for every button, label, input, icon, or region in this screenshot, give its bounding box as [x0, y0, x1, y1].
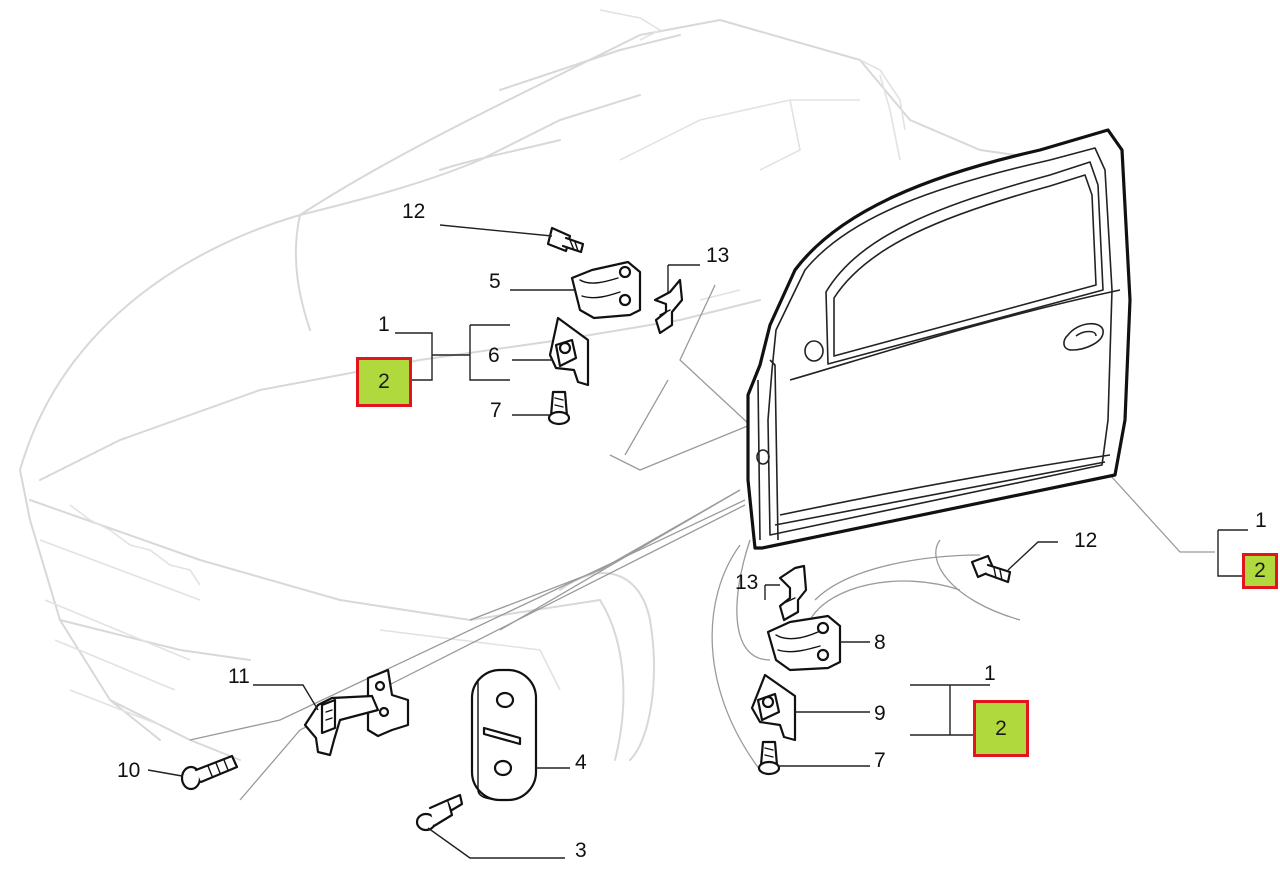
bolt-7-lower — [757, 740, 781, 776]
callout-6: 6 — [488, 344, 500, 367]
bolt-12-lower — [970, 554, 1012, 584]
callout-1-right: 1 — [1255, 509, 1267, 532]
check-strap-11 — [303, 668, 410, 757]
callout-5: 5 — [489, 270, 501, 293]
door-panel — [746, 128, 1132, 550]
bolt-10 — [180, 754, 239, 791]
callout-4: 4 — [575, 751, 587, 774]
callout-7-lower: 7 — [874, 749, 886, 772]
callout-13-upper: 13 — [706, 244, 730, 267]
hinge-part-9 — [750, 673, 797, 742]
hinge-part-6 — [548, 316, 590, 387]
striker-pin-3 — [415, 793, 464, 832]
bolt-12-upper — [546, 226, 585, 254]
highlighted-callout-2-right[interactable]: 2 — [1242, 553, 1278, 589]
callout-1-lower: 1 — [984, 662, 996, 685]
bolt-7-upper — [547, 390, 571, 426]
callout-9: 9 — [874, 702, 886, 725]
highlighted-callout-2-lower[interactable]: 2 — [973, 700, 1029, 757]
callout-3: 3 — [575, 839, 587, 862]
shim-13-upper — [653, 278, 684, 335]
callout-8: 8 — [874, 631, 886, 654]
callout-13-lower: 13 — [735, 571, 759, 594]
leader-lines — [147, 224, 1248, 859]
callout-2-lower-label: 2 — [995, 716, 1007, 740]
car-body-outline — [19, 9, 1051, 761]
hinge-part-8 — [766, 614, 842, 672]
callout-7-upper: 7 — [490, 399, 502, 422]
callout-12-lower: 12 — [1074, 529, 1098, 552]
striker-plate-4 — [470, 668, 538, 802]
shim-13-lower — [778, 564, 808, 622]
callout-1-upper: 1 — [378, 313, 390, 336]
callout-12-upper: 12 — [402, 200, 426, 223]
callout-2-right-label: 2 — [1254, 559, 1266, 582]
callout-10: 10 — [117, 759, 141, 782]
hinge-part-5 — [570, 260, 642, 320]
highlighted-callout-2-upper[interactable]: 2 — [356, 357, 412, 407]
callout-2-upper-label: 2 — [378, 370, 390, 393]
callout-11: 11 — [228, 665, 250, 688]
guide-lines — [189, 284, 1215, 801]
